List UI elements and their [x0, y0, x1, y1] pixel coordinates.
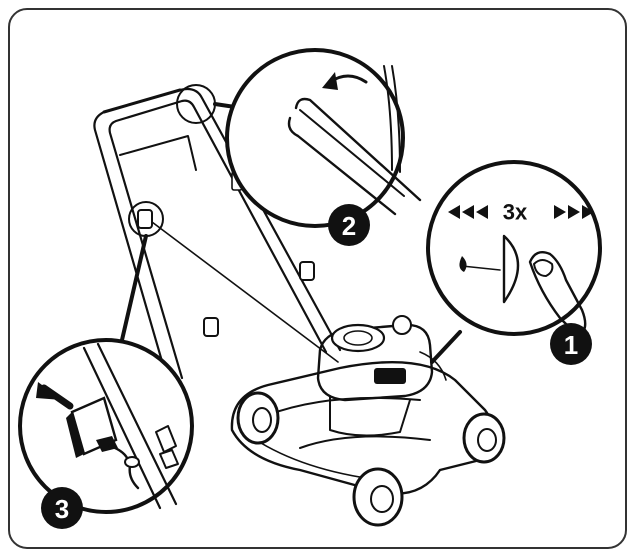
pull-arrow-icon [36, 382, 74, 410]
repeat-count-label: 3x [503, 200, 528, 225]
arrow-right-icon [554, 205, 594, 219]
finger-press-icon [528, 251, 587, 338]
mower-engine [316, 315, 447, 437]
mower-wheel-front-right [462, 412, 506, 464]
step-1-panel: 3x [426, 160, 602, 338]
starter-grip-large [66, 396, 140, 490]
step-2-panel [225, 48, 422, 228]
starter-grip-small [137, 209, 153, 229]
mower-wheel-front-left [352, 467, 404, 527]
step-3-badge: 3 [41, 487, 83, 529]
pull-cord [151, 221, 339, 363]
svg-text:1: 1 [564, 330, 578, 360]
step-1-badge: 1 [550, 323, 592, 365]
mower-wheel-rear-left [236, 391, 280, 445]
lawn-mower [93, 87, 506, 527]
fuel-drop-icon [459, 256, 501, 272]
step-3-panel [18, 338, 194, 514]
arrow-left-icon [448, 205, 488, 219]
push-primer-bulb-icon [502, 234, 520, 304]
step-2-badge: 2 [328, 204, 370, 246]
svg-text:3: 3 [55, 494, 69, 524]
svg-text:2: 2 [342, 211, 356, 241]
